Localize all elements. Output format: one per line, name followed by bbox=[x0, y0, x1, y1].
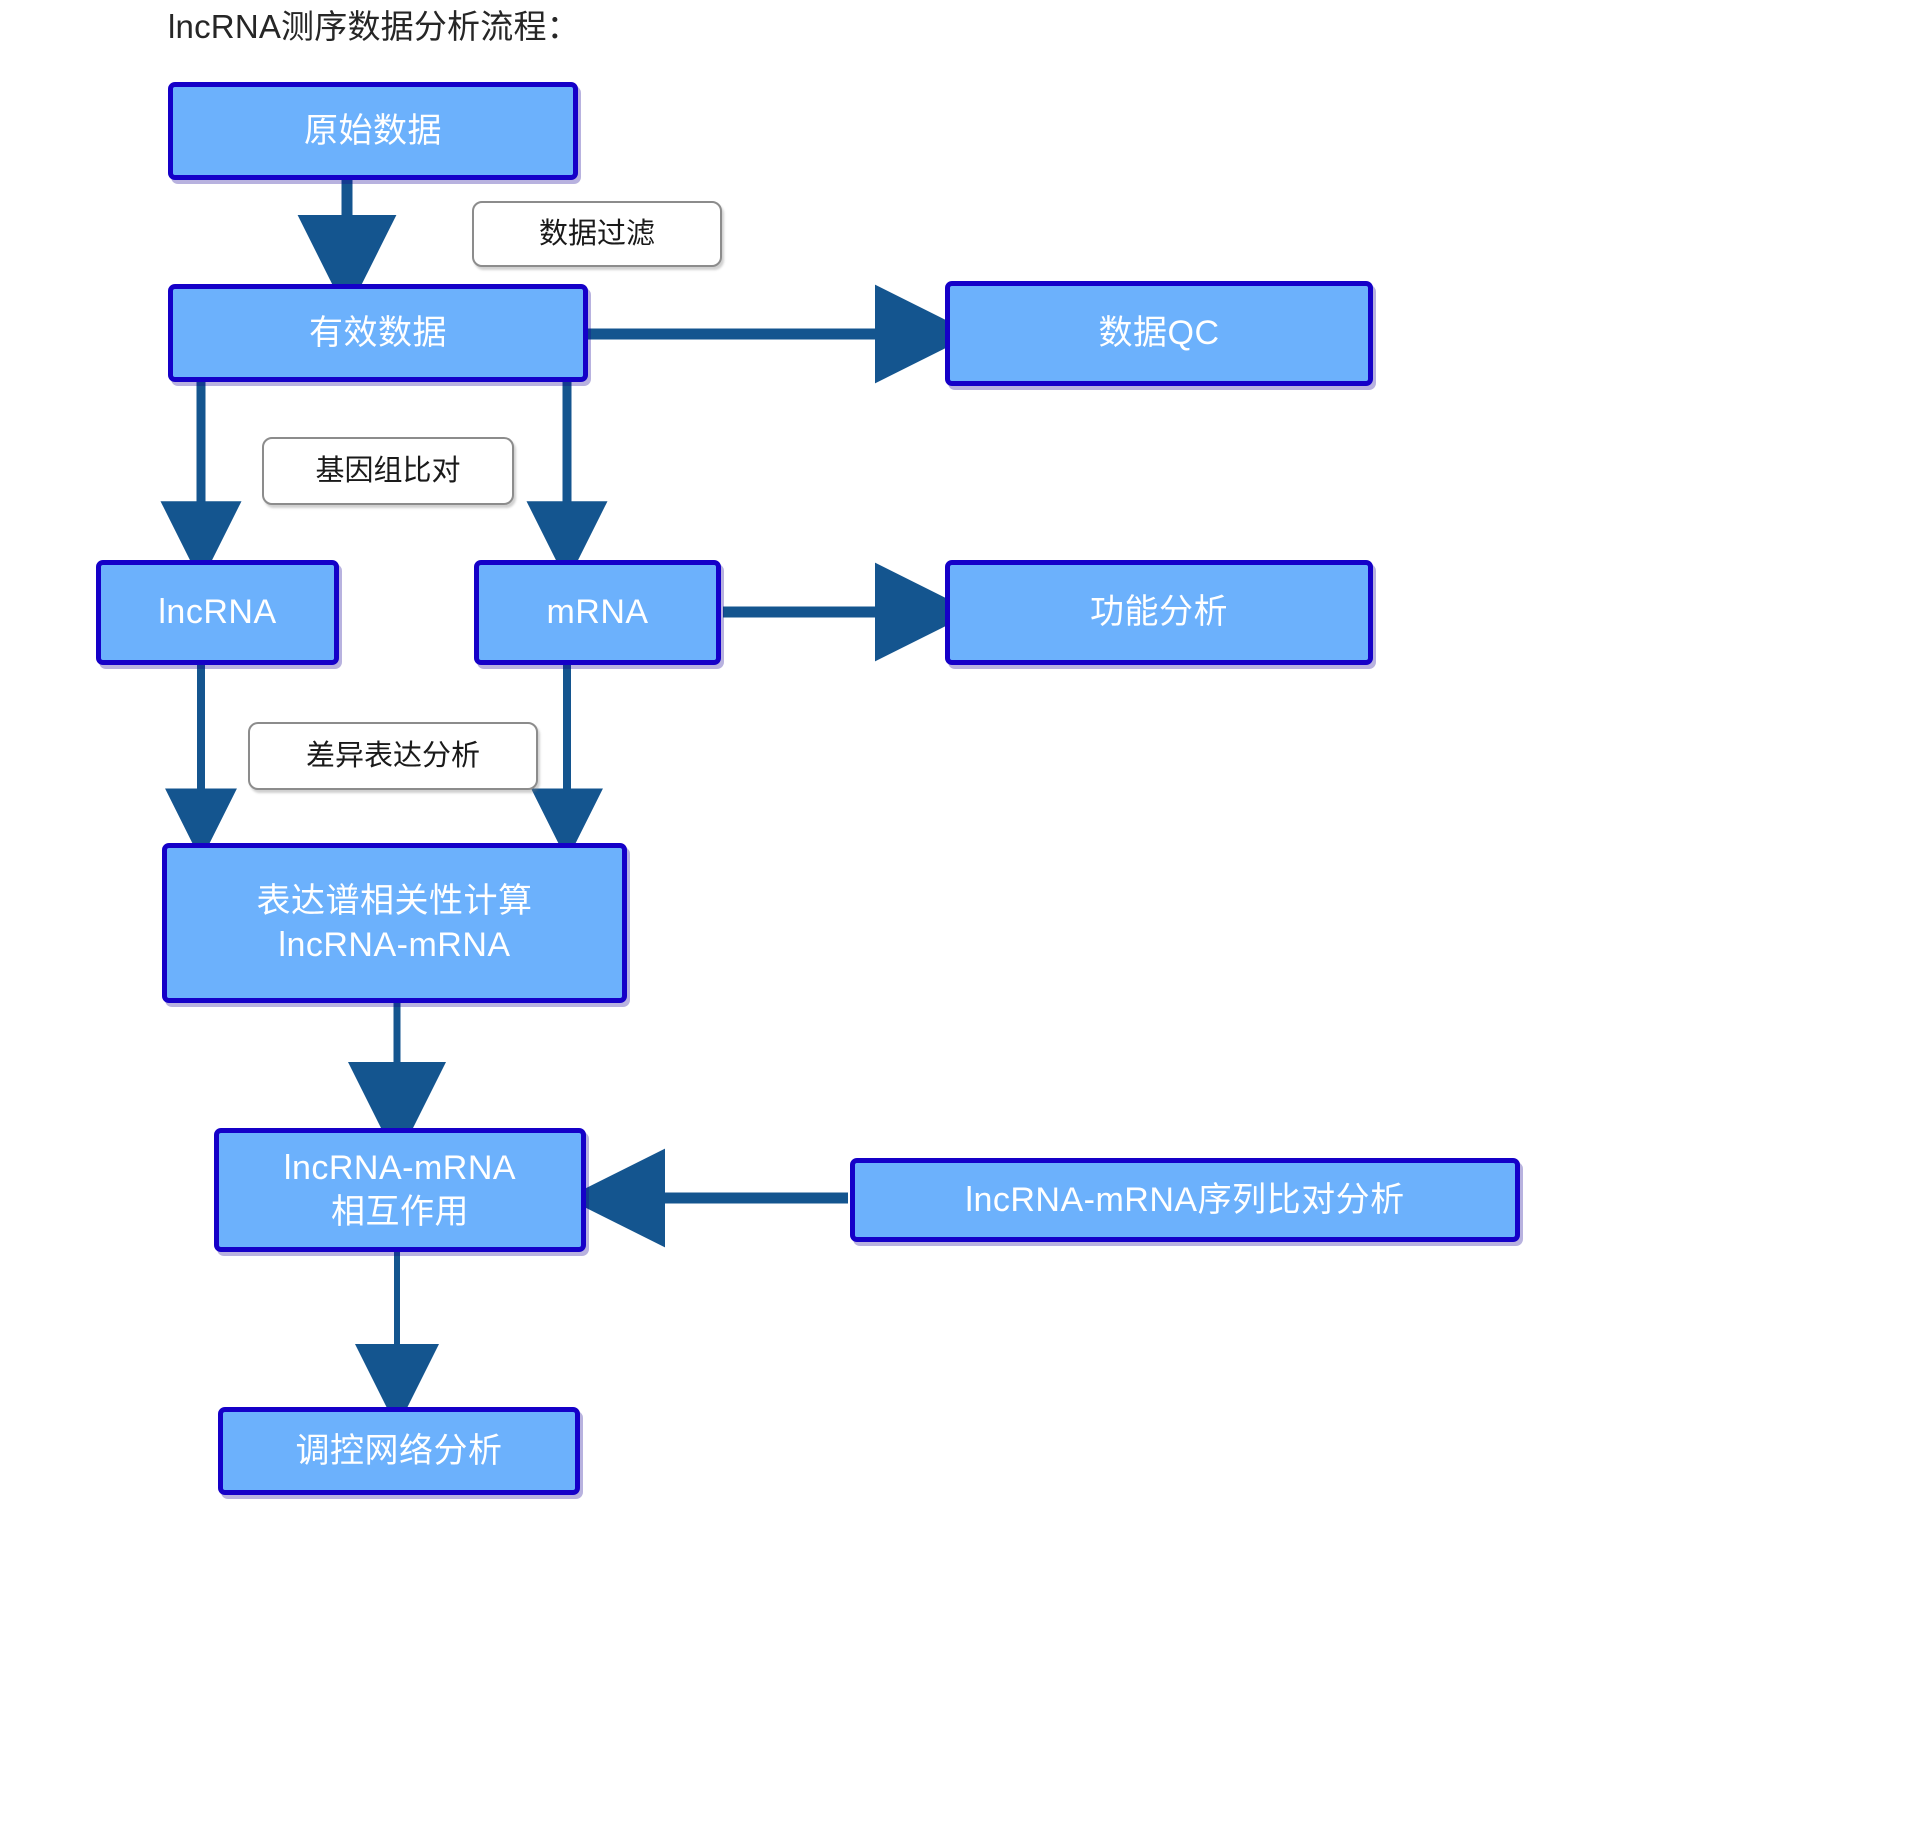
page-title: lncRNA测序数据分析流程： bbox=[168, 8, 580, 45]
node-valid-data[interactable]: 有效数据 bbox=[168, 284, 588, 382]
edge-label-genome-align-text: 基因组比对 bbox=[315, 454, 461, 487]
node-raw-data[interactable]: 原始数据 bbox=[168, 82, 578, 180]
node-data-qc[interactable]: 数据QC bbox=[945, 281, 1373, 386]
node-network[interactable]: 调控网络分析 bbox=[218, 1407, 580, 1495]
edge-label-diff-expression-text: 差异表达分析 bbox=[305, 739, 480, 772]
edge-label-diff-expression: 差异表达分析 bbox=[248, 722, 538, 790]
node-correlation[interactable]: 表达谱相关性计算 lncRNA-mRNA bbox=[162, 843, 627, 1003]
node-mrna-label: mRNA bbox=[546, 593, 649, 632]
node-raw-data-label: 原始数据 bbox=[304, 111, 442, 150]
edge-label-data-filter-text: 数据过滤 bbox=[538, 217, 655, 250]
node-lncrna[interactable]: lncRNA bbox=[96, 560, 339, 665]
node-interaction-label: lncRNA-mRNA 相互作用 bbox=[283, 1148, 517, 1231]
edge-label-genome-align: 基因组比对 bbox=[262, 437, 514, 505]
node-valid-data-label: 有效数据 bbox=[309, 313, 447, 352]
node-function-analysis-label: 功能分析 bbox=[1090, 593, 1228, 632]
node-mrna[interactable]: mRNA bbox=[474, 560, 721, 665]
node-data-qc-label: 数据QC bbox=[1098, 314, 1220, 353]
node-lncrna-label: lncRNA bbox=[158, 593, 277, 632]
node-network-label: 调控网络分析 bbox=[295, 1431, 503, 1470]
node-sequence-align-label: lncRNA-mRNA序列比对分析 bbox=[965, 1180, 1405, 1219]
node-function-analysis[interactable]: 功能分析 bbox=[945, 560, 1373, 665]
node-sequence-align[interactable]: lncRNA-mRNA序列比对分析 bbox=[850, 1158, 1520, 1242]
node-interaction[interactable]: lncRNA-mRNA 相互作用 bbox=[214, 1128, 586, 1252]
node-correlation-label: 表达谱相关性计算 lncRNA-mRNA bbox=[256, 881, 533, 964]
edge-label-data-filter: 数据过滤 bbox=[472, 201, 722, 267]
